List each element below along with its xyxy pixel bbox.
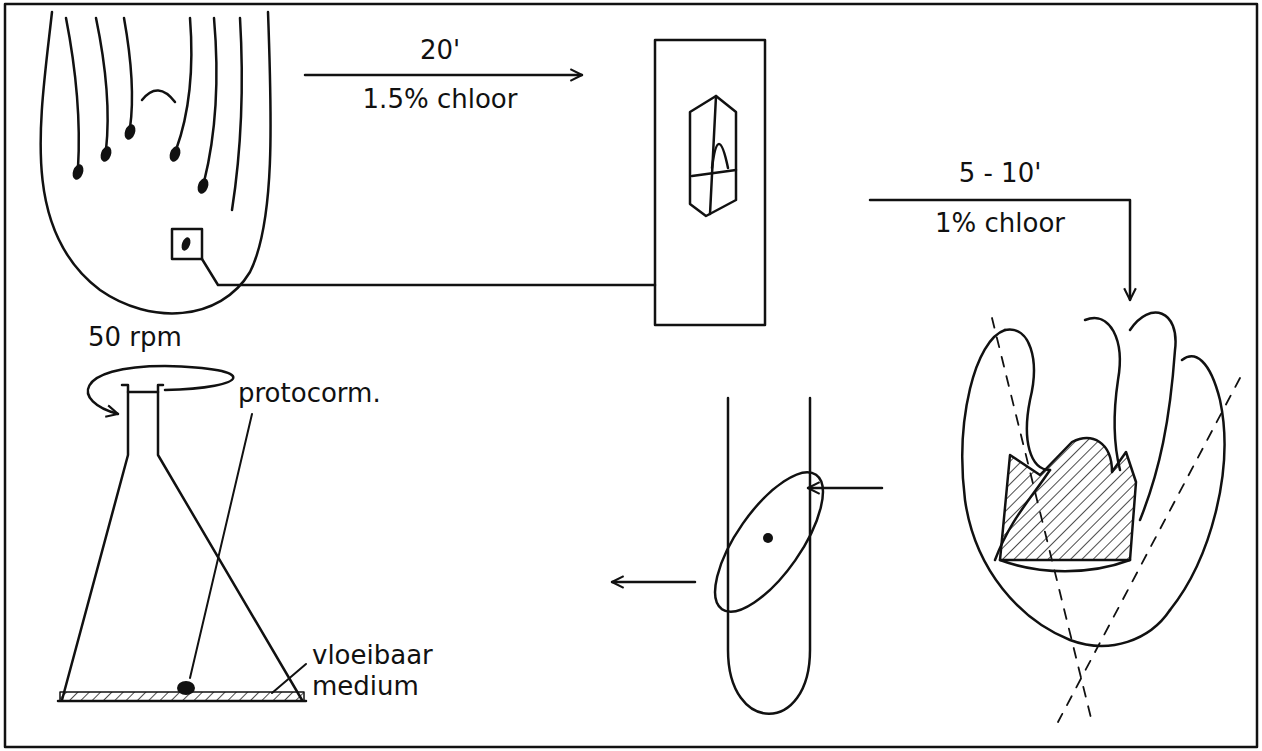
step-label: 1.5% chloor xyxy=(290,84,590,115)
shaking-flask xyxy=(58,366,306,701)
process-arrow xyxy=(305,74,582,77)
step-label: 5 - 10' xyxy=(850,158,1150,189)
leader-line xyxy=(190,414,252,678)
process-arrow xyxy=(808,487,882,490)
callout-label: protocorm. xyxy=(238,378,498,409)
hands-opening-capsule xyxy=(962,313,1240,722)
seed-capsule xyxy=(41,12,655,313)
leader-line xyxy=(272,664,306,693)
outer-frame xyxy=(5,4,1257,747)
step-label: 20' xyxy=(290,35,590,66)
protocorm-dot xyxy=(177,681,195,695)
speed-label: 50 rpm xyxy=(88,322,288,353)
step-label: 1% chloor xyxy=(850,208,1150,239)
callout-label: vloeibaar medium xyxy=(312,640,462,702)
capsule-segment xyxy=(655,40,765,325)
test-tube xyxy=(696,398,842,714)
process-arrow xyxy=(612,581,695,584)
